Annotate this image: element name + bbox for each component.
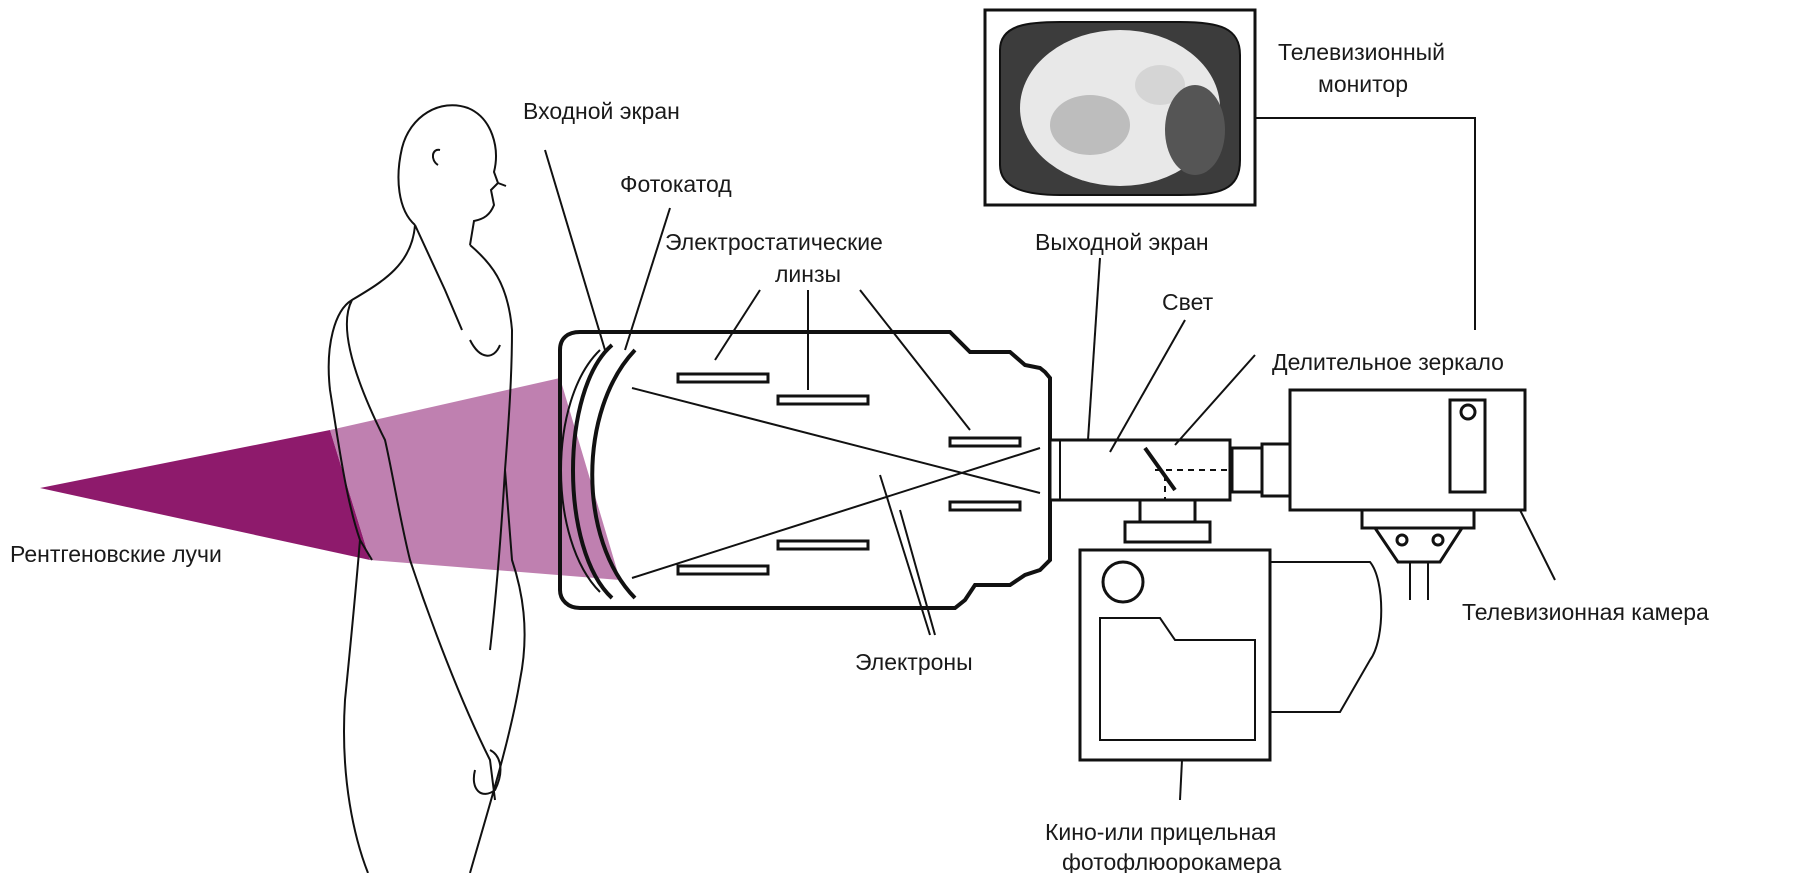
tv-camera-icon <box>1290 390 1525 600</box>
xray-beam-through-body <box>330 378 620 580</box>
label-beam-splitter: Делительное зеркало <box>1272 349 1504 375</box>
label-photocathode: Фотокатод <box>620 171 732 197</box>
label-electrons: Электроны <box>855 649 973 675</box>
tv-monitor-icon <box>985 10 1255 205</box>
label-electrostatic-lenses-1: Электростатические <box>665 229 883 255</box>
label-xrays: Рентгеновские лучи <box>10 541 222 567</box>
label-tv-camera: Телевизионная камера <box>1462 599 1709 625</box>
film-camera-icon <box>1080 500 1381 760</box>
intensifier-tube <box>560 332 1050 608</box>
label-tv-monitor-2: монитор <box>1318 71 1408 97</box>
label-input-screen: Входной экран <box>523 98 680 124</box>
label-cine-camera-2: фотофлюорокамера <box>1062 849 1281 873</box>
label-output-screen: Выходной экран <box>1035 229 1209 255</box>
label-light: Свет <box>1162 289 1214 315</box>
label-tv-monitor-1: Телевизионный <box>1278 39 1445 65</box>
label-cine-camera-1: Кино-или прицельная <box>1045 819 1276 845</box>
label-electrostatic-lenses-2: линзы <box>775 261 841 287</box>
